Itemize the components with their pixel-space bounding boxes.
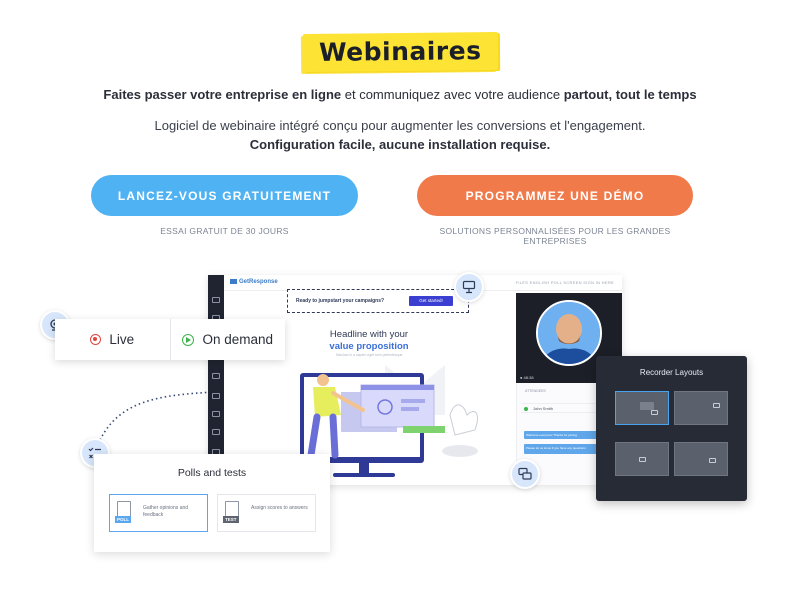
on-demand-label: On demand: [202, 332, 274, 347]
tagline-bold-1: Faites passer votre entreprise en ligne: [103, 87, 342, 102]
app-logo: GetResponse: [230, 279, 278, 285]
svg-text:● 48:38: ● 48:38: [520, 375, 534, 380]
headline-line1: Headline with your: [329, 329, 409, 340]
attendee-name: John Smith: [533, 406, 554, 411]
test-tag: TEST: [223, 516, 239, 523]
chat-message-1: Welcome everyone! Thanks for joining: [524, 431, 598, 439]
free-trial-note: ESSAI GRATUIT DE 30 JOURS: [160, 226, 289, 236]
description: Logiciel de webinaire intégré conçu pour…: [154, 118, 646, 133]
test-card[interactable]: TEST Assign scores to answers: [217, 494, 316, 532]
tagline-regular: et communiquez avec votre audience: [341, 87, 564, 102]
schedule-demo-button[interactable]: PROGRAMMEZ UNE DÉMO: [417, 175, 693, 216]
presenter-illustration: [300, 365, 478, 477]
attendees-header: ATTENDEES: [525, 389, 546, 393]
start-free-button[interactable]: LANCEZ-VOUS GRATUITEMENT: [91, 175, 358, 216]
test-description: Assign scores to answers: [251, 505, 308, 511]
app-top-tabs: FILES ENGLISH POLL SCREEN SIGN IN HERE: [515, 280, 614, 285]
poll-tag: POLL: [115, 516, 131, 523]
polls-and-tests-card: Polls and tests POLL Gather opinions and…: [94, 454, 330, 552]
recorder-layouts-title: Recorder Layouts: [639, 368, 704, 377]
live-option[interactable]: Live: [55, 319, 170, 360]
tagline-bold-2: partout, tout le temps: [563, 87, 697, 102]
chat-bubbles-icon[interactable]: [510, 459, 540, 489]
poll-card[interactable]: POLL Gather opinions and feedback: [109, 494, 208, 532]
webinar-mode-switch: Live On demand: [55, 319, 285, 360]
tagline: Faites passer votre entreprise en ligne …: [0, 87, 800, 102]
layout-option-2[interactable]: [674, 391, 728, 425]
banner-get-started-button[interactable]: Get started!: [409, 296, 453, 306]
screen-share-icon[interactable]: [454, 272, 484, 302]
attendee-online-dot: [524, 407, 528, 411]
headline-sub: Tabulasi in a sapien eget sem pellentesq…: [335, 353, 403, 357]
mock-headline: Headline with your value proposition: [300, 329, 438, 353]
attendee-row: John Smith: [521, 403, 617, 413]
headline-line2: value proposition: [329, 341, 409, 352]
layout-option-4[interactable]: [674, 442, 728, 476]
chat-message-2: Please let us know if you have any quest…: [524, 444, 600, 454]
layout-option-1[interactable]: [615, 391, 669, 425]
description-bold: Configuration facile, aucune installatio…: [249, 137, 551, 152]
live-label: Live: [109, 332, 135, 347]
presenter-avatar: ● 48:38: [520, 300, 617, 380]
polls-title: Polls and tests: [177, 467, 247, 479]
banner-text: Ready to jumpstart your campaigns?: [296, 298, 385, 304]
layout-option-3[interactable]: [615, 442, 669, 476]
live-record-icon: [90, 334, 102, 345]
play-icon: [182, 333, 195, 346]
on-demand-option[interactable]: On demand: [169, 319, 286, 360]
enterprise-note: SOLUTIONS PERSONNALISÉES POUR LES GRANDE…: [439, 226, 671, 246]
campaign-banner: Ready to jumpstart your campaigns? Get s…: [287, 289, 469, 313]
recorder-layouts-panel: Recorder Layouts: [596, 356, 747, 501]
poll-description: Gather opinions and feedback: [143, 505, 189, 518]
